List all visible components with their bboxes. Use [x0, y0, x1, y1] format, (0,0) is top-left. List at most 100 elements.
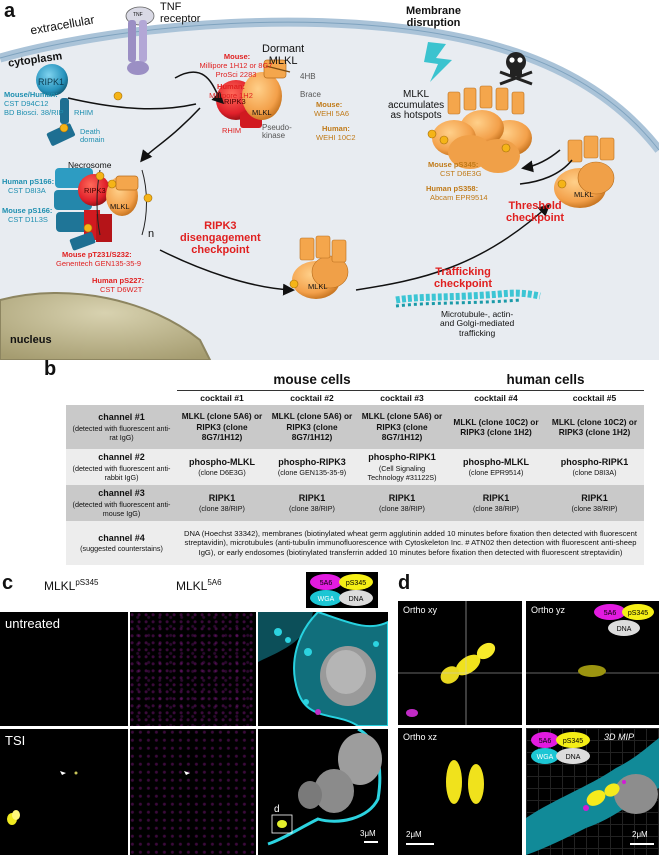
label-ripk1: RIPK1: [38, 77, 65, 87]
label-mlkl-dormant: MLKL: [252, 108, 272, 117]
table-cell: MLKL (clone 5A6) or RIPK3 (clone 8G7/1H1…: [361, 411, 443, 443]
mlkl-mouse-line-1: WEHI 5A6: [314, 109, 350, 118]
channel-detect: (suggested counterstains): [80, 544, 163, 554]
legend-d-ps345: pS345: [628, 610, 648, 617]
micrograph-untreated-ps345: untreated: [0, 612, 128, 726]
scale-label-d2: 2μM: [632, 830, 648, 839]
legend-d2-ps345: pS345: [563, 738, 583, 745]
label-mlkl-oligomer-2: MLKL: [574, 190, 594, 199]
table-cell-sub: (clone 38/RIP): [473, 504, 519, 514]
table-cell-sub: (Cell Signaling Technology #31122S): [367, 463, 437, 482]
legend-ps345: pS345: [346, 580, 366, 587]
table-cell-main: phospho-MLKL: [189, 456, 255, 467]
panel-d-label: d: [398, 572, 411, 594]
label-necrosome: Necrosome: [68, 160, 112, 170]
table-cell-main: phospho-MLKL: [463, 456, 529, 467]
micrograph-tsi-merge: d 3μM: [258, 729, 388, 855]
legend-wga-swatch: [310, 590, 342, 606]
panel-d-legend-bottom: 5A6 pS345 WGA DNA: [531, 732, 590, 764]
cell-cytoplasm: [0, 22, 659, 360]
ripk3-human-line-1: Millipore 1H2: [209, 91, 253, 100]
group-human-cells: human cells: [506, 372, 585, 387]
legend-5a6: 5A6: [320, 580, 333, 587]
ps358-line-1: Abcam EPR9514: [430, 193, 488, 202]
legend-d2-wga: WGA: [537, 754, 554, 761]
dormant-mlkl-shape: [242, 59, 291, 120]
table-row: channel #2(detected with fluorescent ant…: [66, 449, 644, 485]
channel-detect: (detected with fluorescent anti-rabbit I…: [72, 463, 171, 482]
label-pseudokinase: Pseudo- kinase: [262, 123, 292, 141]
col2-title-main: MLKL: [176, 579, 208, 593]
scale-bar: [364, 841, 378, 843]
cocktail-header-5: cocktail #5: [572, 393, 617, 403]
table-cell: MLKL (clone 5A6) or RIPK3 (clone 8G7/1H1…: [271, 411, 353, 443]
legend-dna: DNA: [349, 596, 364, 603]
ortho-yz-label: Ortho yz: [531, 605, 566, 615]
ps345-line-1: CST D6E3G: [440, 169, 482, 178]
legend-d-5a6: 5A6: [604, 610, 617, 617]
cocktail-header-4: cocktail #4: [474, 393, 518, 403]
channel-label: channel #1: [98, 412, 145, 423]
group-mouse-cells: mouse cells: [273, 372, 351, 387]
ps358-title: Human pS358:: [426, 184, 479, 193]
mlkl-human-line-1: WEHI 10C2: [316, 133, 356, 142]
membrane-disruption-icon: [424, 42, 452, 82]
ps227-line-1: CST D6W2T: [100, 285, 143, 294]
table-cell-main: phospho-RIPK1: [560, 456, 629, 467]
table-cell-sub: (clone GEN135-35-9): [277, 468, 347, 478]
table-cell: MLKL (clone 5A6) or RIPK3 (clone 8G7/1H1…: [181, 411, 263, 443]
table-cell-sub: (clone D8I3A): [572, 468, 617, 478]
inset-d-label: d: [274, 804, 280, 815]
inset-d-box: [271, 814, 293, 834]
label-tnf: TNF: [133, 12, 143, 18]
table-cell-main: phospho-RIPK3: [278, 456, 346, 467]
ps227-title: Human pS227:: [92, 276, 145, 285]
label-mlkl-necrosome: MLKL: [110, 202, 130, 211]
ps345-title: Mouse pS345:: [428, 160, 479, 169]
panel-a-schematic: [0, 6, 659, 360]
legend-d-dna: DNA: [617, 626, 632, 633]
mip-label: 3D MIP: [604, 732, 635, 742]
table-row: channel #4(suggested counterstains) DNA …: [66, 521, 644, 565]
group-human-line: [447, 390, 644, 391]
legend-d2-5a6: 5A6: [539, 738, 552, 745]
channel-label: channel #2: [98, 452, 145, 463]
ps166-mouse-line-1: CST D1L3S: [8, 215, 48, 224]
ripk1-shape: [36, 64, 75, 146]
group-mouse-line: [177, 390, 447, 391]
table-row: channel #3(detected with fluorescent ant…: [66, 485, 644, 521]
col2-title: MLKL5A6: [176, 578, 222, 593]
necrosome-shape: [54, 168, 147, 251]
ortho-xy-label: Ortho xy: [403, 605, 438, 615]
label-tnf-receptor: TNF receptor: [160, 1, 201, 25]
col2-title-sup: 5A6: [207, 578, 222, 587]
legend-dna-swatch: [339, 590, 373, 606]
channel-label: channel #3: [98, 488, 145, 499]
scale-label-c: 3μM: [360, 829, 376, 838]
panel-d-legend-top: 5A6 pS345 DNA: [594, 604, 654, 636]
micrograph-tsi-5a6: [130, 729, 256, 855]
label-mlkl-oligomer-1: MLKL: [308, 282, 328, 291]
mlkl-mouse-title: Mouse:: [316, 100, 343, 109]
table-row: channel #1(detected with fluorescent ant…: [66, 405, 644, 449]
ortho-xz-label: Ortho xz: [403, 732, 438, 742]
label-nucleus: nucleus: [10, 334, 52, 346]
arrow-6: [521, 149, 561, 173]
label-n: n: [148, 228, 155, 240]
arrow-1: [174, 71, 225, 105]
nucleus-shape: [0, 292, 212, 360]
hotspots-label: MLKL accumulates as hotspots: [388, 89, 445, 121]
cocktail-header-2: cocktail #2: [290, 393, 334, 403]
ps166-human-title: Human pS166:: [2, 177, 55, 186]
trafficking-checkpoint-label: Trafficking checkpoint: [434, 266, 493, 291]
micrograph-untreated-merge: [258, 612, 388, 726]
table-cell: MLKL (clone 10C2) or RIPK3 (clone 1H2): [453, 416, 539, 437]
ripk3-human-title: Human:: [217, 82, 245, 91]
table-cell: MLKL (clone 10C2) or RIPK3 (clone 1H2): [551, 416, 638, 437]
channel-label: channel #4: [98, 532, 145, 543]
mlkl-oligomer-1: [292, 235, 349, 299]
panel-b-label: b: [44, 358, 57, 380]
legend-ps345-swatch: [339, 574, 373, 590]
mlkl-oligomer-2: [554, 135, 615, 208]
microtubule-shape: [395, 289, 541, 308]
